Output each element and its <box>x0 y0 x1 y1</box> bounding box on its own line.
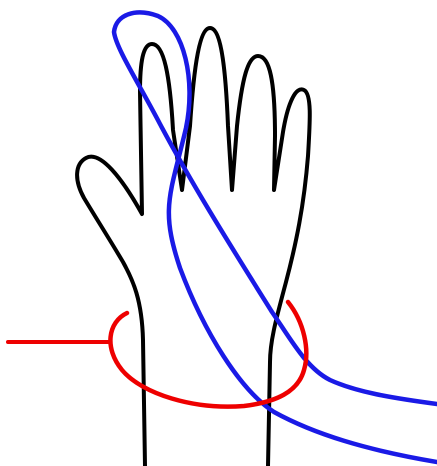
red-wrist-marker-icon <box>8 302 306 407</box>
